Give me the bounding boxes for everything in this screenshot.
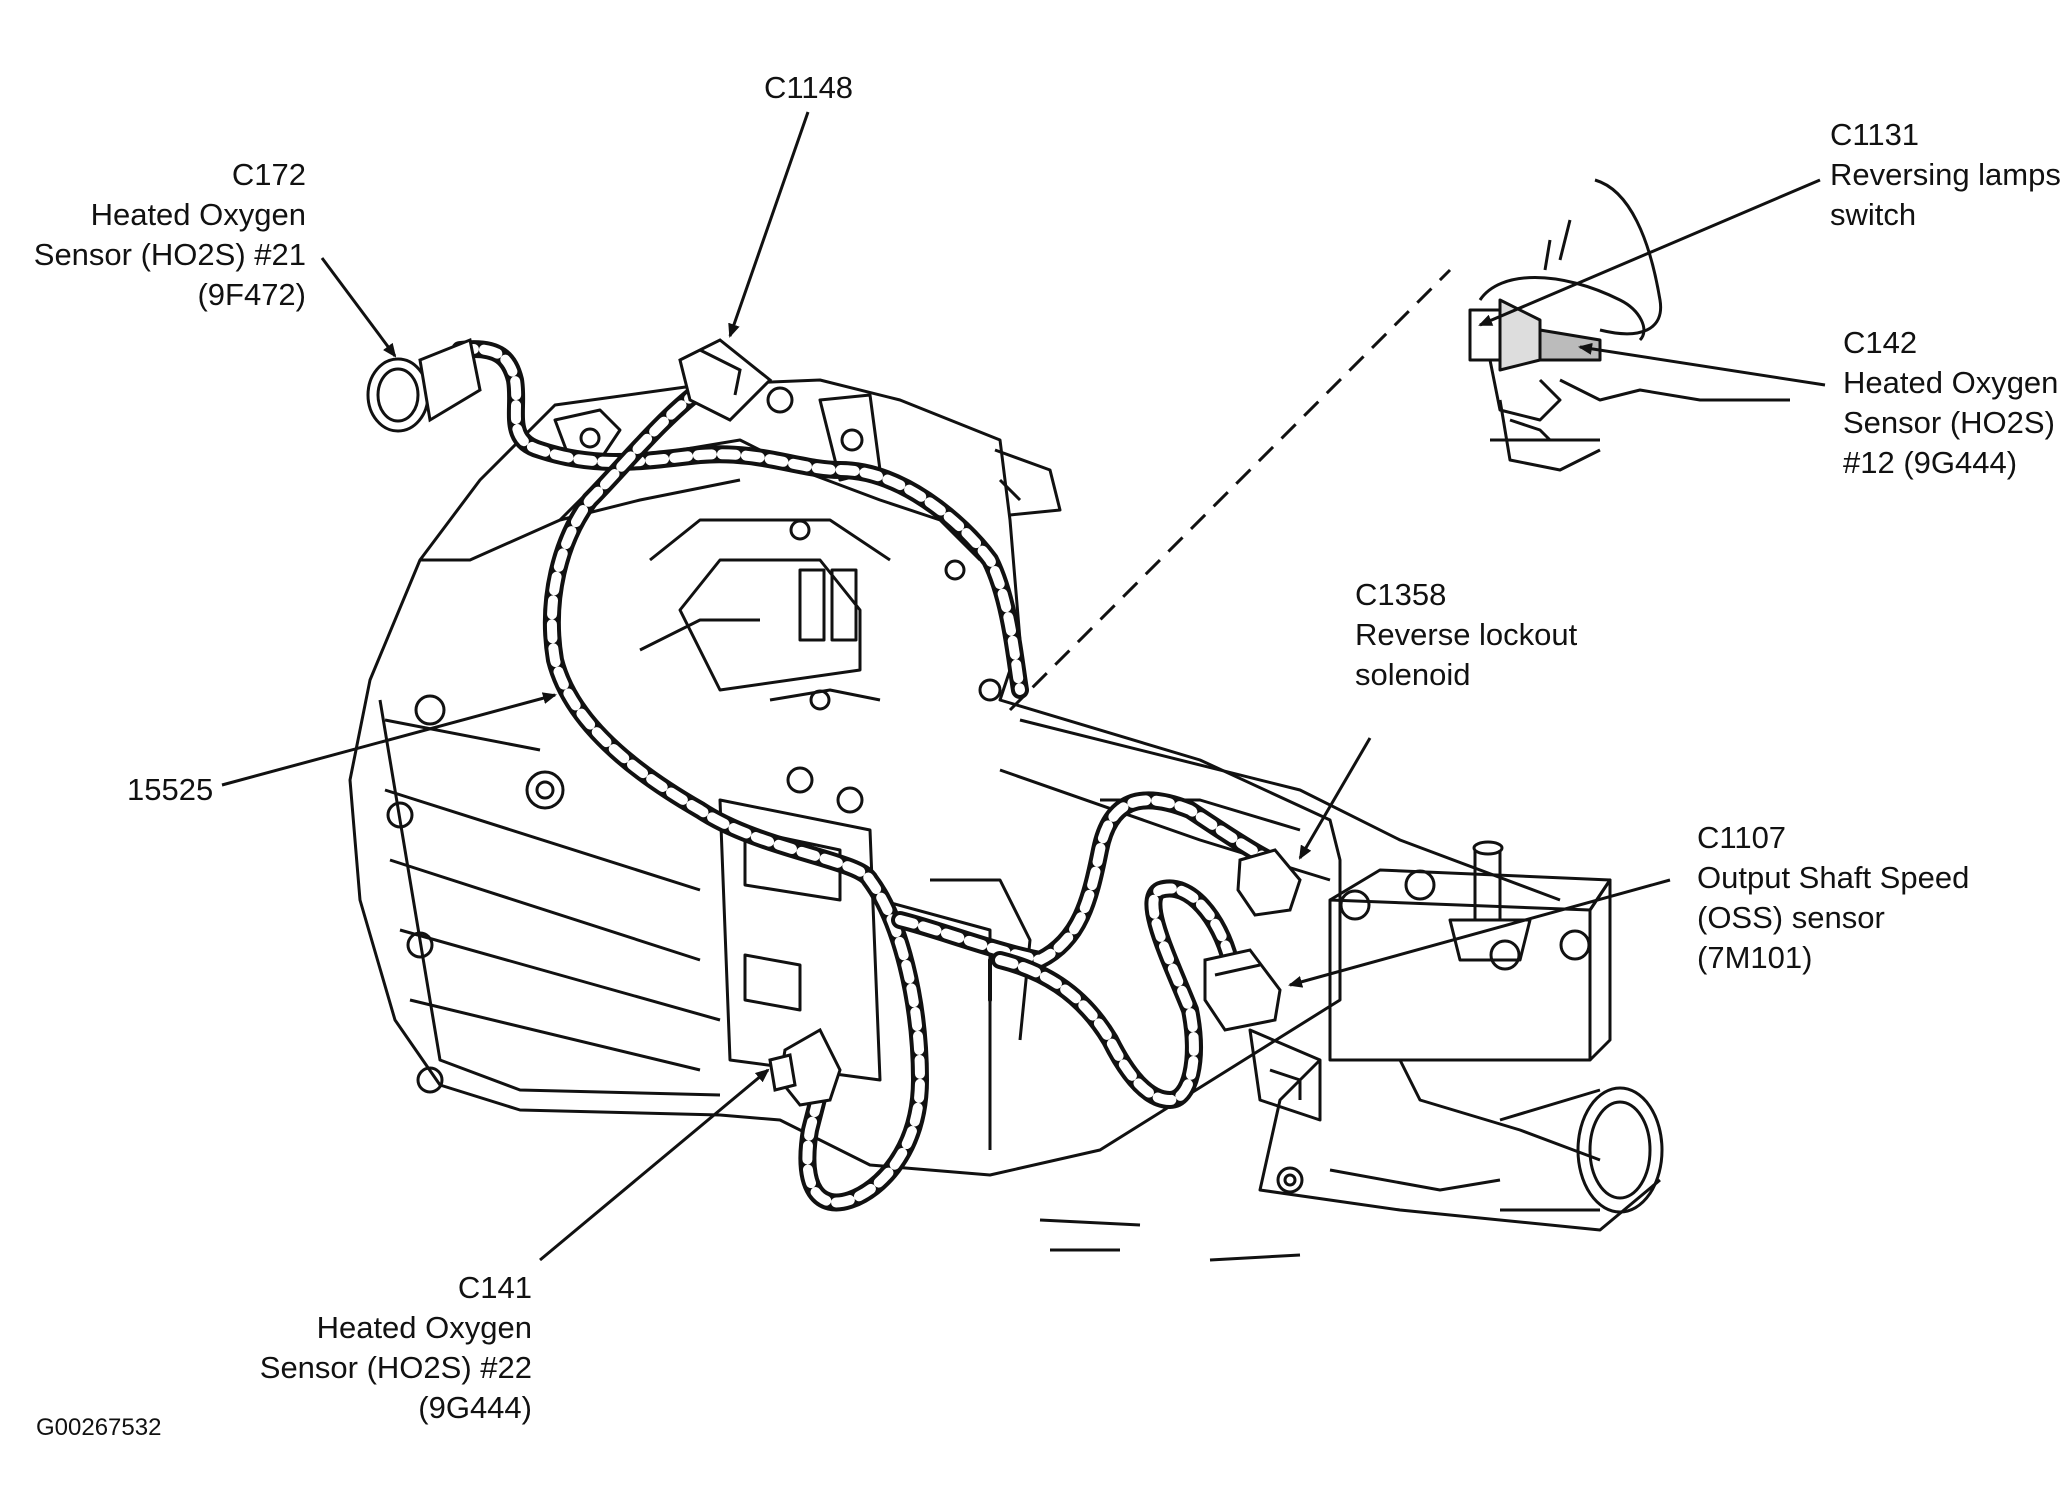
c141-part: (9G444) xyxy=(418,1390,532,1425)
callout-c142: C142 Heated Oxygen Sensor (HO2S) #12 (9G… xyxy=(1843,323,2058,483)
callout-15525: 15525 xyxy=(127,770,213,810)
c172-code: C172 xyxy=(231,157,306,192)
c1131-code: C1131 xyxy=(1830,117,1920,152)
c142-line3: #12 (9G444) xyxy=(1843,445,2018,480)
callout-c141: C141 Heated Oxygen Sensor (HO2S) #22 (9G… xyxy=(260,1268,532,1428)
callout-c1131: C1131 Reversing lamps switch xyxy=(1830,115,2061,235)
callout-c1358: C1358 Reverse lockout solenoid xyxy=(1355,575,1577,695)
c1131-line2: switch xyxy=(1830,197,1917,232)
wiring-harness xyxy=(451,340,1279,1212)
inset-dashed-leader xyxy=(1008,268,1452,712)
c172-line1: Heated Oxygen xyxy=(90,197,306,232)
c172-line2: Sensor (HO2S) #21 xyxy=(33,237,306,272)
c1148-code: C1148 xyxy=(764,70,854,105)
c1107-line2: (OSS) sensor xyxy=(1697,900,1885,935)
arrow-c1358 xyxy=(1298,737,1372,860)
connector-c1358 xyxy=(1236,848,1302,917)
connector-c1148 xyxy=(678,338,794,422)
arrow-c142 xyxy=(1578,342,1826,387)
inset-detail-reversing-switch xyxy=(1468,178,1790,472)
connector-c172-plug xyxy=(366,337,482,433)
arrow-c141 xyxy=(539,1068,770,1262)
leader-arrows xyxy=(221,111,1826,1262)
arrow-c1148 xyxy=(728,111,810,338)
connector-c1107 xyxy=(1203,948,1282,1032)
c1107-code: C1107 xyxy=(1697,820,1787,855)
c1131-line1: Reversing lamps xyxy=(1830,157,2061,192)
arrow-c1131 xyxy=(1478,178,1821,327)
callout-c1148: C1148 xyxy=(764,68,853,108)
callout-c172: C172 Heated Oxygen Sensor (HO2S) #21 (9F… xyxy=(34,155,306,315)
transmission-case xyxy=(348,378,1664,1262)
arrow-c1107 xyxy=(1288,878,1671,988)
callout-c1107: C1107 Output Shaft Speed (OSS) sensor (7… xyxy=(1697,818,1969,978)
c141-code: C141 xyxy=(457,1270,532,1305)
figure-id: G00267532 xyxy=(36,1414,162,1441)
arrow-c172 xyxy=(320,257,397,358)
c1107-line1: Output Shaft Speed xyxy=(1697,860,1970,895)
c142-line1: Heated Oxygen xyxy=(1843,365,2059,400)
c172-part: (9F472) xyxy=(197,277,306,312)
c1358-line1: Reverse lockout xyxy=(1355,617,1578,652)
c142-code: C142 xyxy=(1843,325,1918,360)
harness-code: 15525 xyxy=(127,772,214,807)
c1107-part: (7M101) xyxy=(1697,940,1813,975)
c1358-line2: solenoid xyxy=(1355,657,1471,692)
c141-line2: Sensor (HO2S) #22 xyxy=(259,1350,532,1385)
c141-line1: Heated Oxygen xyxy=(316,1310,532,1345)
c1358-code: C1358 xyxy=(1355,577,1447,612)
arrow-15525 xyxy=(221,692,557,787)
c142-line2: Sensor (HO2S) xyxy=(1843,405,2055,440)
connector-c141-plug xyxy=(768,1027,842,1107)
